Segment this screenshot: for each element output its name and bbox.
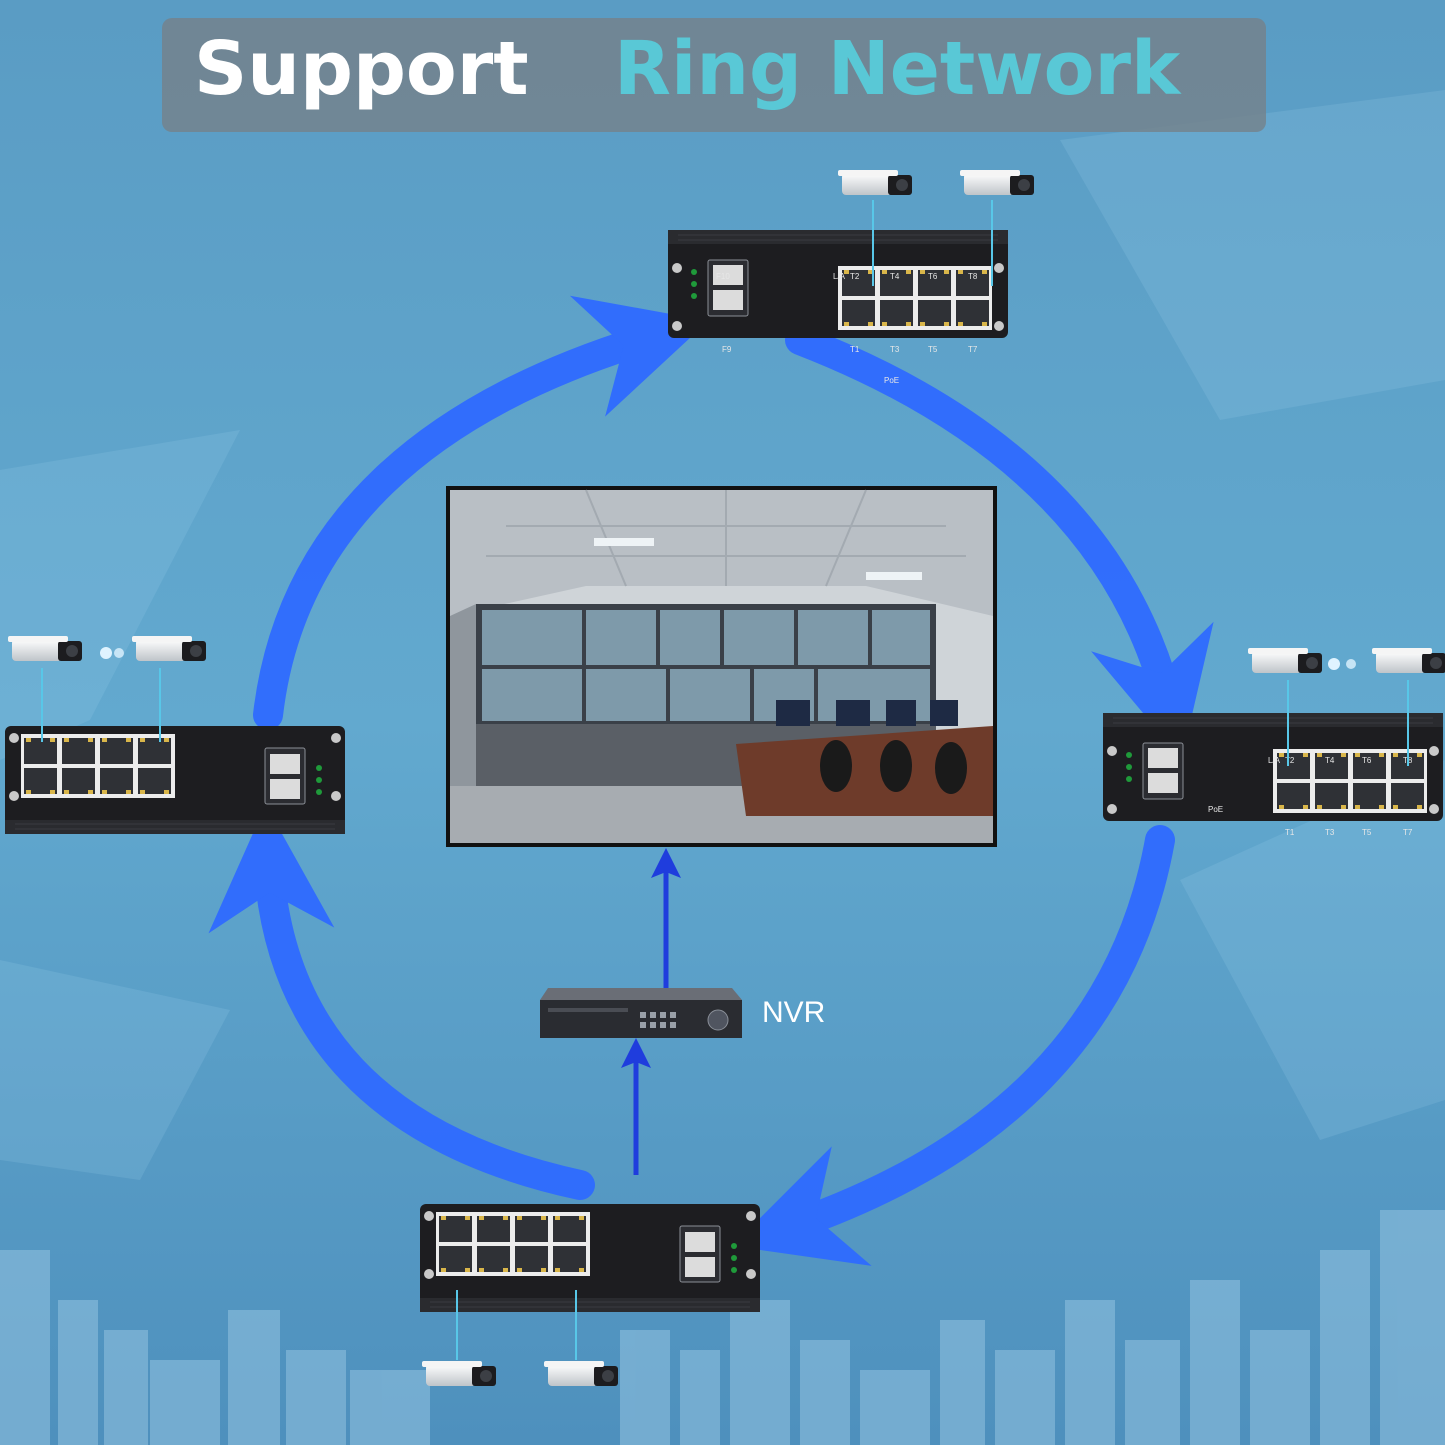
uplink-arrows [621,848,681,1175]
ring-arrow-right-to-bottom [732,825,1175,1266]
switch-label: T5 [928,345,938,354]
nvr-label: NVR [762,996,826,1029]
switch-label: T2 [1285,756,1295,765]
switch-label: T4 [1325,756,1335,765]
ethernet-switch-icon-left [4,725,346,835]
switch-label: T6 [1362,756,1372,765]
camera-cables [41,200,1409,1360]
switch-label: T7 [968,345,978,354]
switch-fiber-label: F10 [716,272,730,281]
ring-arrow-bottom-to-left [208,804,595,1200]
ethernet-switch-icon-right [1102,712,1444,822]
ring-arrows [208,295,1214,1266]
switch-label: T7 [1403,828,1413,837]
switch-label: L/A [833,272,846,281]
surveillance-control-room-image [446,486,997,847]
switch-label: T1 [850,345,860,354]
switch-fiber-label: F9 [722,345,732,354]
ring-arrow-top-to-right [785,325,1214,760]
switch-label: T3 [890,345,900,354]
switch-label: T3 [1325,828,1335,837]
switch-label: T8 [968,272,978,281]
ethernet-switch-icon-bottom [419,1203,761,1313]
switch-poe-label: PoE [1208,805,1223,814]
switch-label: T4 [890,272,900,281]
title-ring-network: Ring Network [614,26,1181,112]
nvr-recorder-icon [540,988,742,1038]
switch-label: T1 [1285,828,1295,837]
ring-arrow-left-to-top [253,295,709,730]
switch-label: T5 [1362,828,1372,837]
title-banner [162,18,1266,132]
title-support: Support [194,26,529,112]
ethernet-switch-icon-top [667,229,1009,339]
switch-label: T2 [850,272,860,281]
switch-top-labels: L/A T2 T4 T6 T8 T1 T3 T5 T7 F10 F9 PoE [716,272,978,385]
background-shapes [0,90,1445,1180]
camera-ellipsis-icon [100,647,1356,670]
city-skyline [0,1210,1445,1445]
switch-poe-label: PoE [884,376,899,385]
switch-label: L/A [1268,756,1281,765]
switch-label: T6 [928,272,938,281]
